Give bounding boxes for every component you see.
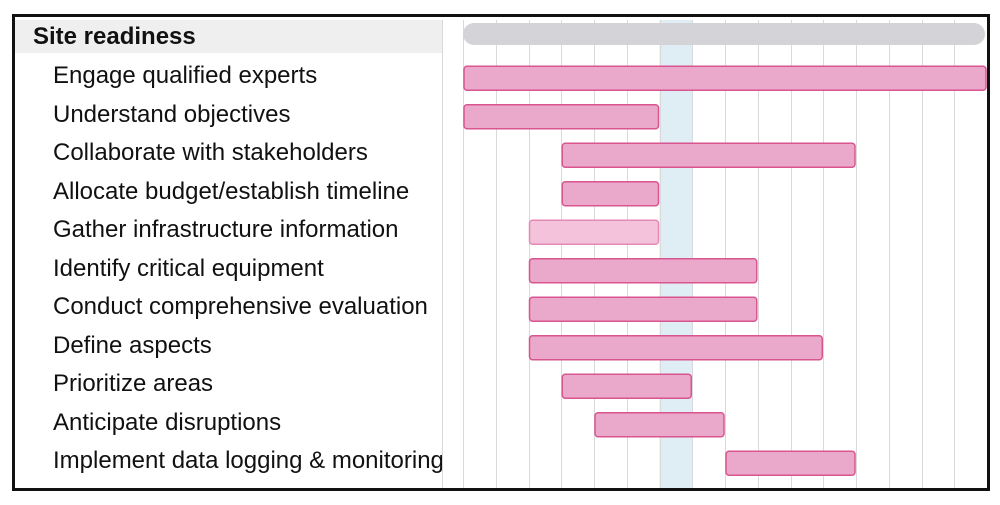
group-header-band (15, 20, 442, 53)
task-label: Anticipate disruptions (53, 408, 282, 436)
task-label: Engage qualified experts (53, 62, 318, 90)
task-bar (528, 219, 660, 245)
task-label: Allocate budget/establish timeline (53, 177, 410, 205)
task-bar (463, 104, 660, 130)
task-label: Implement data logging & monitoring (53, 447, 444, 475)
task-label: Prioritize areas (53, 370, 214, 398)
task-bar (528, 335, 823, 361)
task-label: Identify critical equipment (53, 254, 324, 282)
task-bar (725, 450, 856, 476)
task-bar (528, 296, 758, 322)
task-label: Collaborate with stakeholders (53, 139, 368, 167)
task-bar (561, 181, 660, 207)
group-label: Site readiness (33, 23, 196, 50)
current-period-highlight (659, 20, 693, 488)
task-bar (561, 142, 856, 168)
group-summary-bar (463, 23, 985, 45)
task-bar (528, 258, 758, 284)
task-label: Define aspects (53, 331, 212, 359)
task-bar (594, 412, 725, 438)
task-label: Gather infrastructure information (53, 216, 399, 244)
task-bar (561, 373, 692, 399)
task-label: Understand objectives (53, 100, 291, 128)
task-label: Conduct comprehensive evaluation (53, 293, 428, 321)
task-bar (463, 65, 987, 91)
gantt-plot (442, 20, 987, 488)
